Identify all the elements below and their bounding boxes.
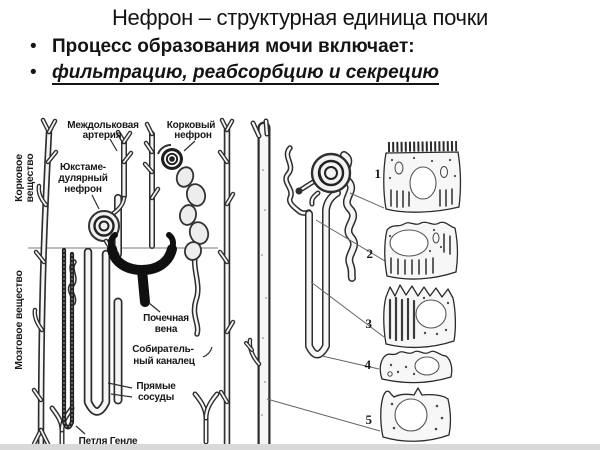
- renal-vein-label: Почечная: [143, 313, 189, 324]
- vasa-recta-label: Прямые: [136, 381, 176, 392]
- epithelial-cell-5: 5: [366, 387, 452, 442]
- cortex-region-label-line2: вещество: [24, 154, 36, 203]
- interlobular-artery-label: Междольковая: [67, 120, 139, 131]
- collecting-duct: [244, 118, 271, 450]
- left-nephron-diagram: Корковое вещество Мозговое вещество Межд…: [13, 117, 236, 448]
- henle-loop-label: Петля Генле: [79, 436, 138, 447]
- medulla-region-label: Мозговое вещество: [13, 270, 25, 369]
- cell-number-4: 4: [365, 357, 372, 372]
- blood-vessels: [31, 117, 236, 448]
- right-nephron-diagram: 1 2 3: [244, 118, 462, 450]
- nephron-figure: Корковое вещество Мозговое вещество Межд…: [0, 117, 600, 450]
- interlobular-artery-label-2: артерия: [83, 130, 122, 141]
- page-title: Нефрон – структурная единица почки: [111, 5, 489, 30]
- cell-number-3: 3: [366, 316, 373, 331]
- juxtamedullary-nephron-label: Юкстаме-: [60, 162, 106, 173]
- epithelial-cell-1: 1: [375, 141, 462, 213]
- epithelial-cell-4: 4: [365, 350, 453, 384]
- collecting-duct-label: Собиратель-: [132, 343, 193, 355]
- bullet-item-1: Процесс образования мочи включает:: [30, 34, 439, 59]
- bullet-list: Процесс образования мочи включает: фильт…: [30, 34, 439, 86]
- collecting-duct-label-2: ный каналец: [133, 356, 195, 367]
- bottom-strip: [0, 444, 600, 450]
- juxtamedullary-nephron-label-2: дулярный: [58, 173, 107, 184]
- cortical-nephron-label: Корковый: [167, 120, 216, 131]
- henle-loops: [61, 194, 123, 430]
- cell-connector-lines: [266, 192, 386, 432]
- cell-number-1: 1: [375, 166, 382, 181]
- renal-vein-label-2: вена: [155, 324, 178, 335]
- cortical-glomerulus-and-tubules: [157, 144, 210, 261]
- vasa-recta-label-2: сосуды: [138, 392, 174, 403]
- renal-vein-shape: [107, 232, 177, 307]
- bullet-text-1: Процесс образования мочи включает:: [52, 36, 415, 57]
- pointer-lines: [75, 138, 213, 435]
- bullet-item-2: фильтрацию, реабсорбцию и секрецию: [30, 60, 439, 85]
- duct-texture-dots: [261, 169, 267, 416]
- epithelial-cell-3: 3: [366, 284, 457, 349]
- cortex-region-label-line1: Корковое: [13, 154, 25, 202]
- cortical-nephron-label-2: нефрон: [174, 129, 212, 141]
- structure-labels: Междольковая артерия Корковый нефрон Юкс…: [58, 120, 215, 447]
- cell-number-5: 5: [366, 412, 373, 427]
- cell-number-2: 2: [367, 246, 374, 261]
- juxtamedullary-nephron-label-3: нефрон: [64, 183, 102, 195]
- epithelial-cell-2: 2: [367, 221, 459, 280]
- glomerulus: [295, 152, 352, 207]
- bullet-text-2: фильтрацию, реабсорбцию и секрецию: [52, 62, 439, 85]
